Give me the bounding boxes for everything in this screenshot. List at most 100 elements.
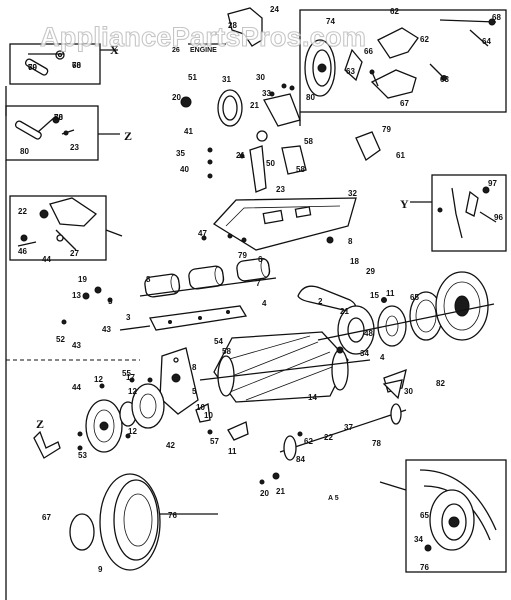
part-number-label: 65 [420,511,429,520]
part-number-label: 30 [256,73,265,82]
part-number-label: 44 [72,383,81,392]
part-number-label: 84 [296,455,305,464]
roman-ref: Z [36,417,44,431]
part-number-label: 55 [122,369,131,378]
part-number-label: 21 [250,101,259,110]
part-number-label: 17 [126,373,135,382]
part-number-label: 10 [196,403,205,412]
part-number-label: 23 [276,185,285,194]
part-number-label: 5 [108,297,113,306]
part-number-label: 74 [326,17,335,26]
part-number-label: 4 [380,353,385,362]
part-number-label: 8 [146,275,151,284]
part-number-label: 5 [192,387,197,396]
part-number-label: 80 [306,93,315,102]
part-number-label: 80 [20,147,29,156]
part-number-label: 51 [188,73,197,82]
part-number-label: 53 [78,451,87,460]
part-number-label: 43 [72,341,81,350]
upper-small-parts [180,83,381,193]
part-number-label: 15 [370,291,379,300]
part-number-label: 7 [256,279,261,288]
part-number-label: 76 [420,563,429,572]
part-number-label: 11 [386,289,395,298]
part-number-label: 32 [348,189,357,198]
part-number-label: 70 [72,61,81,70]
part-number-label: 97 [488,179,497,188]
part-number-label: 58 [222,347,231,356]
part-number-label: 37 [344,423,353,432]
part-number-label: 31 [222,75,231,84]
part-number-label: 14 [308,393,317,402]
part-number-label: 23 [70,143,79,152]
part-number-label: 68 [492,13,501,22]
part-number-label: 18 [350,257,359,266]
part-number-label: 20 [260,489,269,498]
handle-bracket [188,7,263,47]
part-number-label: 70 [54,113,63,122]
part-number-label: 10 [204,411,213,420]
watermark-text: AppliancePartsPros.com [40,22,366,52]
engine-label: ENGINE [190,47,217,54]
part-number-label: 34 [360,349,369,358]
part-number-label: 54 [214,337,223,346]
part-number-label: 41 [184,127,193,136]
inset-second-left [5,105,120,161]
part-number-label: 42 [166,441,175,450]
axle [259,403,407,485]
part-number-label: 12 [128,427,137,436]
inset-bottom-right [379,459,507,573]
part-number-label: 61 [396,151,405,160]
part-number-label: 8 [348,237,353,246]
inset-right [410,174,507,252]
part-number-label: 19 [78,275,87,284]
part-number-label: 11 [228,447,237,456]
diagram-code: A 5 [328,495,339,502]
part-number-label: 79 [28,63,37,72]
part-number-label: 60 [28,63,37,72]
roman-ref: X [110,43,119,57]
part-number-label: 62 [420,35,429,44]
part-number-label: 27 [70,249,79,258]
inset-top-right [299,9,507,113]
part-number-label: 12 [94,375,103,384]
part-number-label: 76 [168,511,177,520]
part-number-label: 24 [270,5,279,14]
part-number-label: 2 [318,297,323,306]
part-number-label: 33 [262,89,271,98]
labels: 26 ENGINE A 5 X Z Y Z [36,43,409,502]
part-number-label: 9 [98,565,103,574]
part-number-label: 65 [410,293,419,302]
part-number-label: 48 [364,329,373,338]
part-number-label: 8 [192,363,197,372]
part-number-label: 78 [372,439,381,448]
part-number-label: 4 [262,299,267,308]
roman-ref: Y [400,197,409,211]
inset-top-left [9,43,118,85]
part-number-label: 67 [400,99,409,108]
part-number-label: 40 [180,165,189,174]
part-number-label: 63 [440,75,449,84]
part-number-label: 21 [276,487,285,496]
part-number-label: 22 [18,207,27,216]
bed-knife [119,305,248,331]
roman-ref: Z [124,129,132,143]
part-number-label: 28 [228,21,237,30]
part-number-label: 62 [304,437,313,446]
part-number-label: 13 [72,291,81,300]
part-number-label: 20 [172,93,181,102]
part-number-label: 6 [258,255,263,264]
part-number-label: 22 [324,433,333,442]
large-tire [69,473,218,571]
side-plate-left [159,347,199,415]
part-number-label: 58 [304,137,313,146]
engine-ref-number: 26 [172,47,180,54]
part-number-label: 82 [436,379,445,388]
part-number-label: 67 [42,513,51,522]
rollers [139,257,277,298]
inset-left-middle [9,195,123,261]
lever-left [33,430,83,459]
part-number-label: 79 [238,251,247,260]
misc-brackets [61,235,403,441]
